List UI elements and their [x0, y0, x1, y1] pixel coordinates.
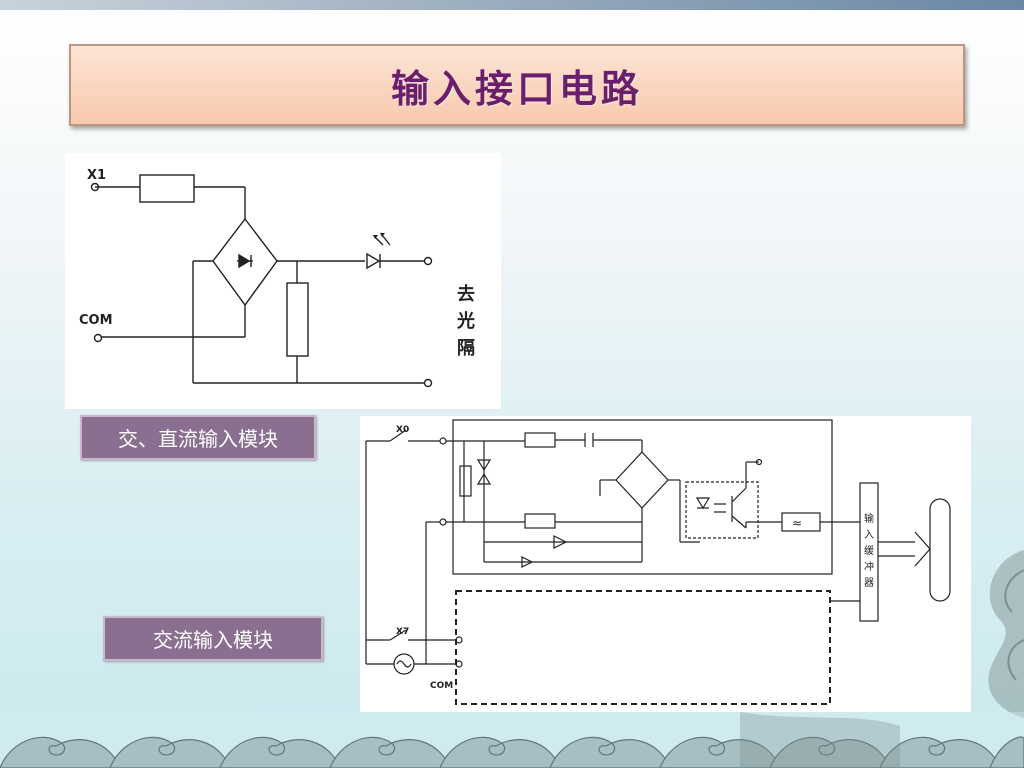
isolation-char-1: 去: [457, 283, 475, 305]
buffer-char-5: 器: [864, 577, 874, 589]
dragon-decoration: [988, 550, 1024, 718]
x0-label: X0: [396, 425, 409, 435]
dc-ac-module-label: 交、直流输入模块: [80, 415, 316, 460]
input-module-box: [452, 419, 833, 575]
output-register: [929, 498, 951, 602]
ac-module-text: 交流输入模块: [153, 628, 273, 652]
filter-symbol: ≈: [792, 516, 802, 530]
top-border-bar: [0, 0, 1024, 10]
dc-ac-input-diagram: X1 COM 去 光 隔: [65, 153, 501, 409]
slide-title: 输入接口电路: [390, 65, 643, 111]
dc-ac-circuit-svg: X1 COM 去 光 隔: [79, 168, 475, 388]
x7-label: X7: [396, 627, 409, 637]
x1-label: X1: [87, 168, 106, 183]
optocoupler: [685, 481, 759, 539]
ac-input-diagram: X0 X7 COM ≈ 输 入 缓 冲 器: [360, 416, 971, 712]
led-resistor: [524, 513, 556, 529]
buffer-char-2: 入: [864, 530, 874, 541]
title-banner: 输入接口电路: [69, 44, 965, 126]
shunt-resistor: [459, 465, 472, 497]
buffer-char-3: 缓: [864, 544, 874, 557]
input-resistor-2: [524, 432, 556, 448]
com-terminal: [93, 333, 103, 343]
reverse-diode: [521, 556, 534, 568]
bridge-rectifier-2: [615, 451, 669, 509]
zener-diode-1: [476, 459, 492, 472]
isolation-char-2: 光: [456, 310, 475, 332]
ac-module-label: 交流输入模块: [103, 616, 323, 661]
dc-ac-module-text: 交、直流输入模块: [118, 427, 278, 451]
buffer-char-4: 冲: [864, 560, 874, 573]
load-resistor: [286, 282, 309, 357]
buffer-char-1: 输: [864, 512, 874, 525]
ac-circuit-svg: X0 X7 COM ≈ 输 入 缓 冲 器: [365, 419, 951, 705]
dashed-module-box: [455, 590, 831, 705]
isolation-char-3: 隔: [457, 338, 475, 359]
input-resistor: [139, 174, 195, 203]
input-buffer: [859, 482, 879, 622]
com-label-2: COM: [430, 681, 453, 691]
led-diode: [366, 252, 381, 270]
com-label: COM: [79, 313, 113, 328]
wave-border-decoration: [0, 712, 1024, 768]
